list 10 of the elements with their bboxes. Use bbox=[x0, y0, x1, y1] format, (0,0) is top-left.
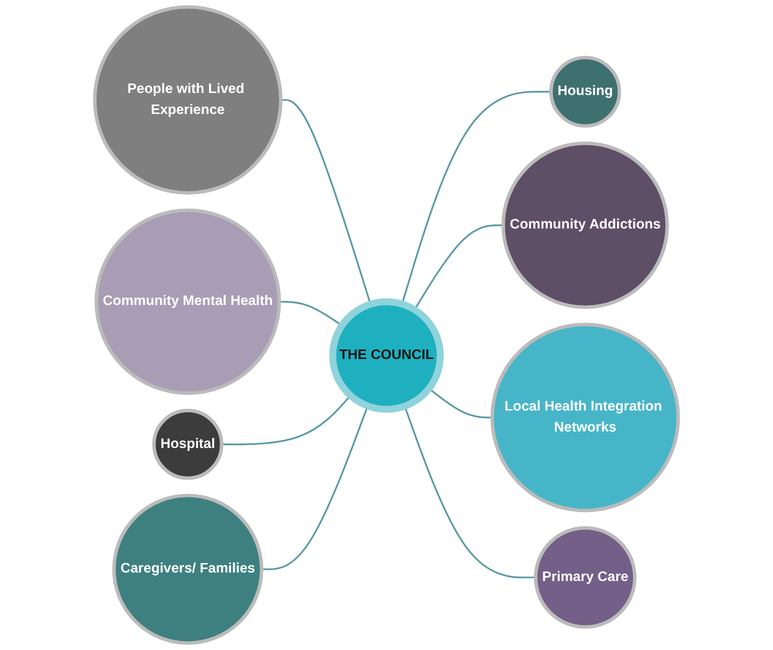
node-circle: Community Addictions bbox=[502, 142, 669, 309]
node-circle: People with Lived Experience bbox=[93, 5, 283, 195]
node-circle: Housing bbox=[549, 56, 622, 128]
node-circle: Local Health Integration Networks bbox=[490, 322, 680, 512]
node-circle: THE COUNCIL bbox=[329, 298, 444, 413]
node-circle: Primary Care bbox=[534, 526, 637, 629]
connector bbox=[428, 388, 492, 418]
node-circle: Community Mental Health bbox=[94, 208, 281, 395]
node-circle: Caregivers/ Families bbox=[112, 494, 264, 645]
node-circle: Hospital bbox=[152, 408, 224, 480]
